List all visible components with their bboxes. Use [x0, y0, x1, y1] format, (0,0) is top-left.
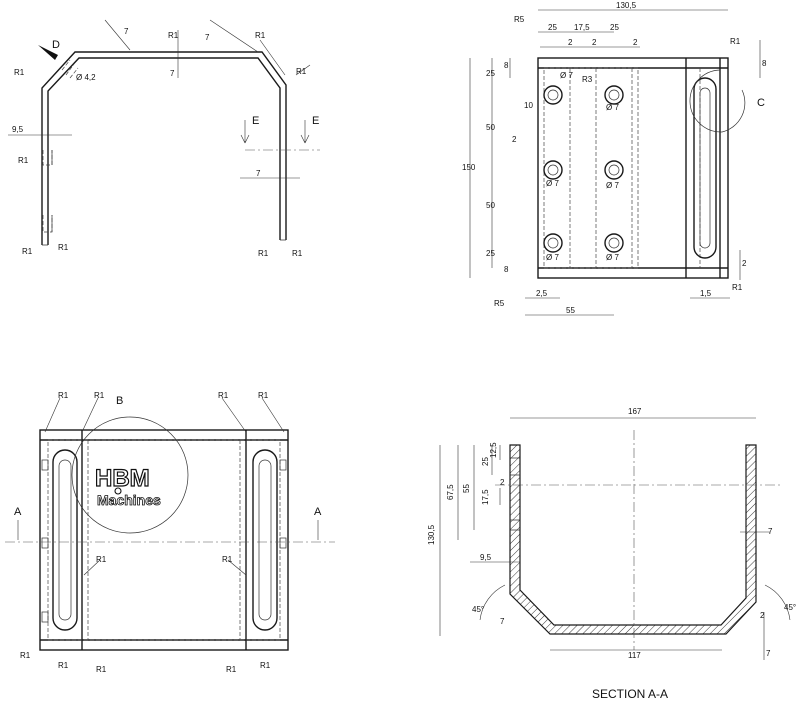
dim-tr-hole4: Ø 7 [606, 103, 619, 112]
dim-tr-1305: 130,5 [616, 1, 637, 10]
dim-bl-r1-9: R1 [226, 665, 237, 674]
dim-sec-175: 17,5 [481, 489, 490, 505]
dim-tr-8b: 8 [504, 265, 509, 274]
dim-bl-r1-7: R1 [58, 661, 69, 670]
dim-sec-167: 167 [628, 407, 642, 416]
view-top-right: C 130,5 25 17,5 25 2 2 2 R5 R1 R3 8 25 1… [462, 1, 767, 316]
dim-tl-r1i: R1 [292, 249, 303, 258]
view-top-left: D E E 7 7 R1 R1 7 R1 R1 Ø 4,2 9,5 R1 7 R… [8, 19, 320, 258]
dim-bl-r1-8: R1 [96, 665, 107, 674]
dim-tr-2b: 2 [592, 38, 597, 47]
view-label-b: B [116, 395, 123, 407]
dim-tl-7b: 7 [205, 33, 210, 42]
dim-sec-117: 117 [628, 651, 641, 660]
dim-bl-r1-4: R1 [258, 391, 269, 400]
dim-tl-7a: 7 [124, 27, 129, 36]
dim-tr-15: 1,5 [700, 289, 712, 298]
dim-sec-45l: 45° [472, 605, 484, 614]
dim-sec-2: 2 [500, 478, 505, 487]
view-label-c: C [757, 97, 765, 109]
dim-tr-r5a: R5 [514, 15, 525, 24]
dim-tr-8a: 8 [504, 61, 509, 70]
dim-tr-150: 150 [462, 163, 476, 172]
dim-tl-7c: 7 [170, 69, 175, 78]
section-label-a-right: A [314, 506, 322, 518]
dim-sec-25: 25 [481, 457, 490, 466]
dim-sec-7c: 7 [766, 649, 771, 658]
dim-tr-hole6: Ø 7 [606, 253, 619, 262]
dim-tr-r1b: R1 [732, 283, 743, 292]
dim-bl-r1-3: R1 [218, 391, 229, 400]
dim-tl-r1b: R1 [168, 31, 179, 40]
section-caption: SECTION A-A [592, 687, 668, 701]
dim-tr-hole2: Ø 7 [546, 179, 559, 188]
dim-sec-55: 55 [462, 484, 471, 493]
dim-tr-25b: 25 [610, 23, 619, 32]
dim-sec-95: 9,5 [480, 553, 492, 562]
dim-tr-2c: 2 [633, 38, 638, 47]
dim-tl-r1g: R1 [58, 243, 69, 252]
dim-bl-r1-6: R1 [222, 555, 233, 564]
dim-tr-r3: R3 [582, 75, 593, 84]
dim-tl-r1e: R1 [18, 156, 29, 165]
dim-bl-r1-10: R1 [260, 661, 271, 670]
dim-tr-hole1: Ø 7 [560, 71, 573, 80]
dim-tr-8c: 8 [762, 59, 767, 68]
dim-tr-25a: 25 [548, 23, 557, 32]
section-label-a-left: A [14, 506, 22, 518]
dim-tl-95: 9,5 [12, 125, 24, 134]
logo-machines: Machines [97, 492, 161, 508]
dim-sec-125: 12,5 [489, 442, 498, 458]
dim-sec-7a: 7 [500, 617, 505, 626]
dim-tl-46: Ø 4,2 [76, 73, 96, 82]
view-bottom-left: A A B HBM Machines R1 R1 R1 R1 R1 R1 R1 … [5, 391, 335, 674]
dim-sec-7b: 7 [768, 527, 773, 536]
dim-tl-r1h: R1 [258, 249, 269, 258]
section-label-e-left: E [252, 115, 259, 127]
dim-tr-50b: 50 [486, 201, 495, 210]
view-label-d: D [52, 39, 60, 51]
dim-tr-2r: 2 [742, 259, 747, 268]
dim-tr-25e: 2,5 [536, 289, 548, 298]
dim-tl-r1a: R1 [255, 31, 266, 40]
dim-tr-hole3: Ø 7 [546, 253, 559, 262]
hbm-logo: HBM Machines [94, 464, 161, 508]
section-label-e-right: E [312, 115, 319, 127]
dim-tr-2: 2 [512, 135, 517, 144]
dim-tl-7d: 7 [256, 169, 261, 178]
logo-dot-icon [114, 487, 122, 495]
dim-tr-25c: 25 [486, 69, 495, 78]
dim-tl-r1f: R1 [22, 247, 33, 256]
dim-bl-r1-1: R1 [58, 391, 69, 400]
dim-sec-45r: 45° [784, 603, 796, 612]
section-a-a: 167 117 130,5 67,5 55 25 12,5 17,5 2 9,5… [427, 407, 796, 701]
dim-tr-r1a: R1 [730, 37, 741, 46]
dim-bl-r1-11: R1 [20, 651, 31, 660]
dim-tl-r1c: R1 [14, 68, 25, 77]
dim-tr-25d: 25 [486, 249, 495, 258]
dim-bl-r1-2: R1 [94, 391, 105, 400]
dim-tr-175: 17,5 [574, 23, 590, 32]
dim-tr-55: 55 [566, 306, 575, 315]
logo-hbm: HBM [95, 465, 150, 492]
dim-tr-10: 10 [524, 101, 533, 110]
dim-sec-1305: 130,5 [427, 524, 436, 545]
dim-tl-r1d: R1 [296, 67, 307, 76]
dim-bl-r1-5: R1 [96, 555, 107, 564]
dim-tr-r5b: R5 [494, 299, 505, 308]
dim-sec-t2: 2 [760, 611, 765, 620]
dim-sec-675: 67,5 [446, 484, 455, 500]
dim-tr-hole5: Ø 7 [606, 181, 619, 190]
dim-tr-50a: 50 [486, 123, 495, 132]
dim-tr-2a: 2 [568, 38, 573, 47]
